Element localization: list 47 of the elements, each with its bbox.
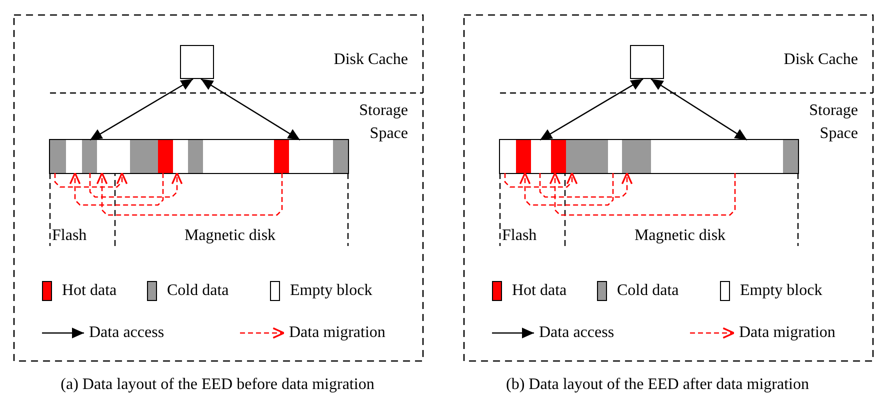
cache-block: [630, 45, 664, 79]
data-block: [130, 140, 158, 173]
access-arrow: [200, 78, 300, 141]
data-block: [50, 140, 66, 173]
migration-arrow: [519, 172, 614, 206]
legend-label: Hot data: [62, 281, 117, 301]
data-block: [566, 140, 608, 173]
region-label: Flash: [502, 226, 538, 246]
storage-bar: [50, 140, 348, 173]
migration-arrow: [539, 172, 633, 198]
data-block: [551, 140, 566, 173]
legend-label: Empty block: [290, 281, 372, 301]
legend-label: Cold data: [167, 281, 229, 301]
cache-block: [180, 45, 214, 79]
legend-label: Data access: [89, 323, 164, 343]
figure-caption: (a) Data layout of the EED before data migration: [60, 375, 376, 395]
migration-arrow: [96, 172, 283, 216]
region-label: Magnetic disk: [183, 226, 277, 246]
legend-label: Empty block: [740, 281, 822, 301]
data-block: [82, 140, 97, 173]
data-block: [783, 140, 798, 173]
section-title: Disk Cache: [332, 50, 408, 70]
data-block: [516, 140, 531, 173]
section-title: Storage Space: [358, 101, 408, 144]
data-block: [188, 140, 203, 173]
figure-caption: (b) Data layout of the EED after data migration: [505, 375, 810, 395]
migration-arrow: [549, 172, 736, 216]
access-arrow: [650, 78, 748, 141]
migration-arrow: [504, 172, 578, 188]
legend-label: Data migration: [739, 323, 836, 343]
legend-label: Data migration: [289, 323, 386, 343]
data-block: [622, 140, 651, 173]
legend-label: Data access: [539, 323, 614, 343]
data-block: [274, 140, 289, 173]
data-block: [158, 140, 173, 173]
data-block: [333, 140, 348, 173]
access-arrow: [540, 78, 644, 141]
migration-arrow: [54, 172, 128, 188]
legend-label: Cold data: [617, 281, 679, 301]
section-title: Storage Space: [808, 101, 858, 144]
migration-arrow: [69, 172, 164, 206]
access-arrow: [90, 78, 194, 141]
region-label: Flash: [52, 226, 88, 246]
section-title: Disk Cache: [782, 50, 858, 70]
legend-label: Hot data: [512, 281, 567, 301]
region-label: Magnetic disk: [633, 226, 727, 246]
migration-arrow: [89, 172, 183, 198]
